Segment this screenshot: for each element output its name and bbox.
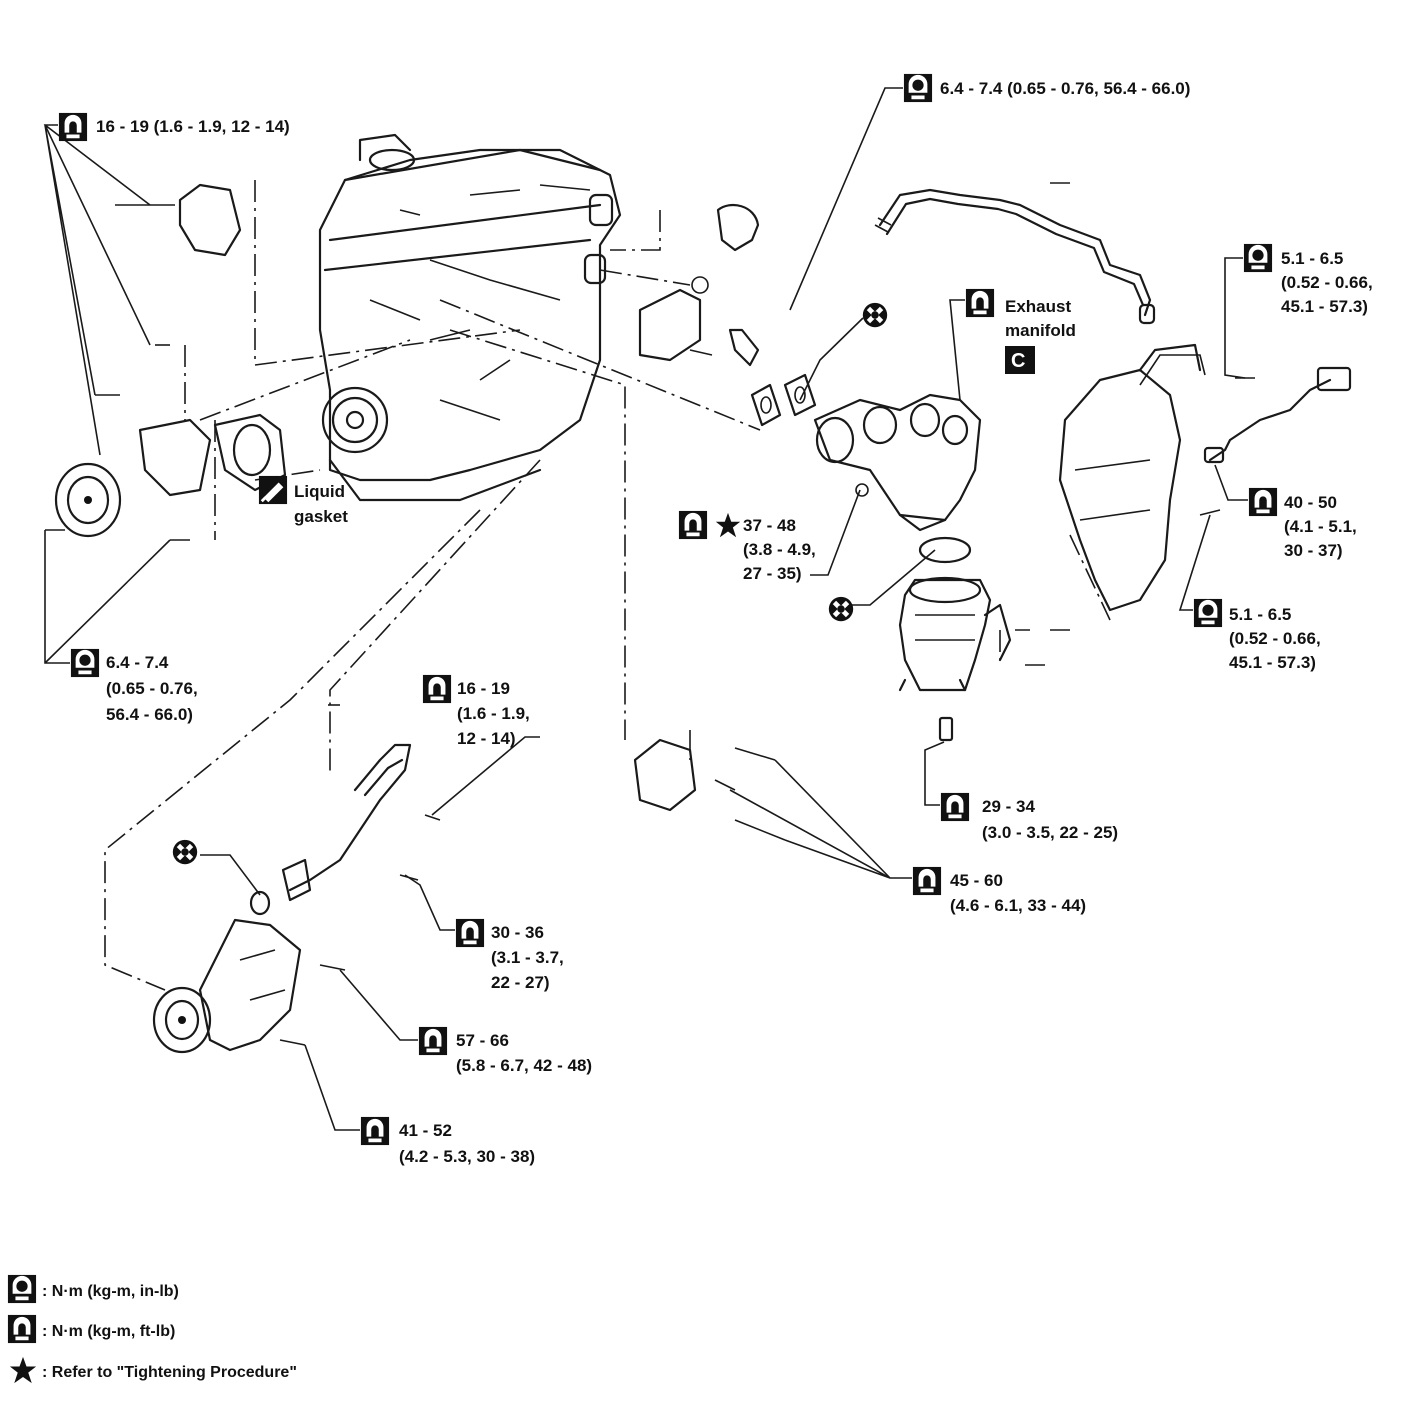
wrench-inlb-icon [903, 73, 933, 103]
callout-29-34: 29 - 34 (3.0 - 3.5, 22 - 25) [982, 797, 1118, 842]
callout-5-1-lower: 5.1 - 6.5 (0.52 - 0.66, 45.1 - 57.3) [1229, 605, 1325, 672]
manifold-gaskets [750, 373, 972, 564]
engine-block [318, 133, 622, 502]
water-pump-pulley [45, 183, 287, 541]
do-not-reuse-icon [863, 303, 887, 327]
phantom-lines [104, 180, 1111, 991]
callout-41-52: 41 - 52 (4.2 - 5.3, 30 - 38) [399, 1121, 535, 1166]
water-pipe [249, 704, 441, 916]
callout-icons [58, 73, 1278, 1146]
callout-57-66: 57 - 66 (5.8 - 6.7, 42 - 48) [456, 1031, 592, 1075]
water-outlet-parts [638, 203, 760, 367]
wrench-ftlb-icon [360, 1116, 390, 1146]
callout-liquid-gasket: Liquid gasket [294, 482, 350, 526]
do-not-reuse-icon [829, 597, 853, 621]
callout-16-19-mid: 16 - 19 (1.6 - 1.9, 12 - 14) [457, 679, 535, 748]
oxygen-sensor [1203, 366, 1352, 464]
callout-16-19-top: 16 - 19 (1.6 - 1.9, 12 - 14) [96, 117, 290, 136]
leader-lines [43, 87, 1248, 1131]
wrench-inlb-icon [1243, 243, 1273, 273]
sealant-mark-box [1005, 346, 1035, 374]
legend-tightening: : Refer to "Tightening Procedure" [42, 1364, 297, 1381]
wrench-ftlb-icon [418, 1026, 448, 1056]
wrench-ftlb-icon [455, 918, 485, 948]
wrench-ftlb-icon [678, 510, 708, 540]
wrench-ftlb-icon [7, 1314, 37, 1344]
legend-in-lb: : N·m (kg-m, in-lb) [42, 1283, 179, 1300]
engine-mount-bracket [633, 738, 786, 841]
wrench-inlb-icon [1193, 598, 1223, 628]
catalytic-converter [898, 576, 1045, 742]
callout-40-50: 40 - 50 (4.1 - 5.1, 30 - 37) [1284, 493, 1362, 560]
do-not-reuse-icon [173, 840, 197, 864]
wrench-ftlb-icon [940, 792, 970, 822]
wrench-ftlb-icon [912, 866, 942, 896]
star-icon [9, 1356, 37, 1384]
exhaust-manifold [813, 393, 982, 532]
wrench-ftlb-icon [1248, 487, 1278, 517]
callout-45-60: 45 - 60 (4.6 - 6.1, 33 - 44) [950, 871, 1086, 915]
wrench-inlb-icon [70, 648, 100, 678]
wrench-ftlb-icon [422, 674, 452, 704]
egr-tube [874, 182, 1156, 325]
legend-ft-lb: : N·m (kg-m, ft-lb) [42, 1323, 175, 1340]
wrench-inlb-icon [7, 1274, 37, 1304]
lower-bracket [152, 918, 346, 1054]
star-icon [715, 512, 741, 538]
sealant-mark: C [1011, 350, 1025, 372]
legend: : N·m (kg-m, in-lb) : N·m (kg-m, ft-lb) … [7, 1274, 297, 1384]
liquid-gasket-icon [258, 475, 288, 505]
callout-text: 16 - 19 (1.6 - 1.9, 12 - 14) 6.4 - 7.4 (… [96, 79, 1377, 1166]
callout-6-4-top: 6.4 - 7.4 (0.65 - 0.76, 56.4 - 66.0) [940, 79, 1190, 98]
callout-exhaust-manifold: Exhaust manifold [1005, 297, 1076, 340]
callout-30-36: 30 - 36 (3.1 - 3.7, 22 - 27) [491, 923, 569, 992]
callout-37-48: 37 - 48 (3.8 - 4.9, 27 - 35) [743, 516, 821, 583]
wrench-ftlb-icon [58, 112, 88, 142]
callout-5-1-upper: 5.1 - 6.5 (0.52 - 0.66, 45.1 - 57.3) [1281, 249, 1377, 316]
callout-6-4-left: 6.4 - 7.4 (0.65 - 0.76, 56.4 - 66.0) [106, 653, 202, 724]
heat-shield [1050, 343, 1255, 631]
wrench-ftlb-icon [965, 288, 995, 318]
